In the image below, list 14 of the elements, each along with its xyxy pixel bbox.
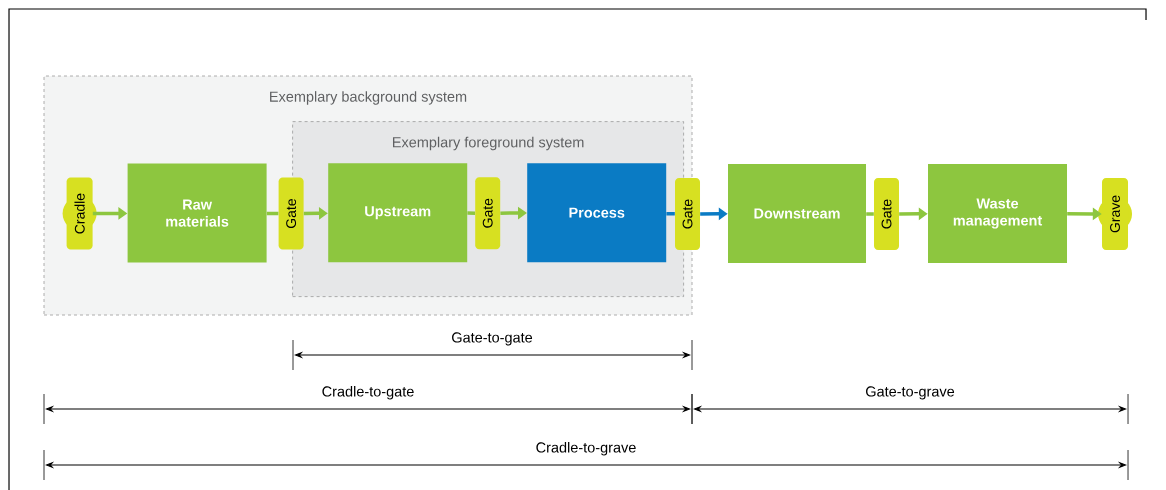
gate-badge: Gate [675, 178, 700, 250]
dimension-label: Gate-to-grave [866, 386, 955, 400]
end-badge: Cradle [62, 177, 97, 250]
dimension-label: Gate-to-gate [452, 332, 533, 346]
dimension-label: Cradle-to-gate [322, 385, 414, 400]
dimension-label: Cradle-to-grave [536, 441, 636, 456]
process-box: Raw materials [127, 163, 267, 263]
process-box: Upstream [328, 163, 468, 263]
process-box: Process [527, 163, 667, 263]
gate-badge: Gate [874, 178, 899, 250]
end-badge: Grave [1098, 178, 1132, 250]
process-box: Downstream [728, 164, 866, 263]
process-box: Waste management [928, 164, 1067, 263]
gate-badge: Gate [475, 177, 501, 250]
